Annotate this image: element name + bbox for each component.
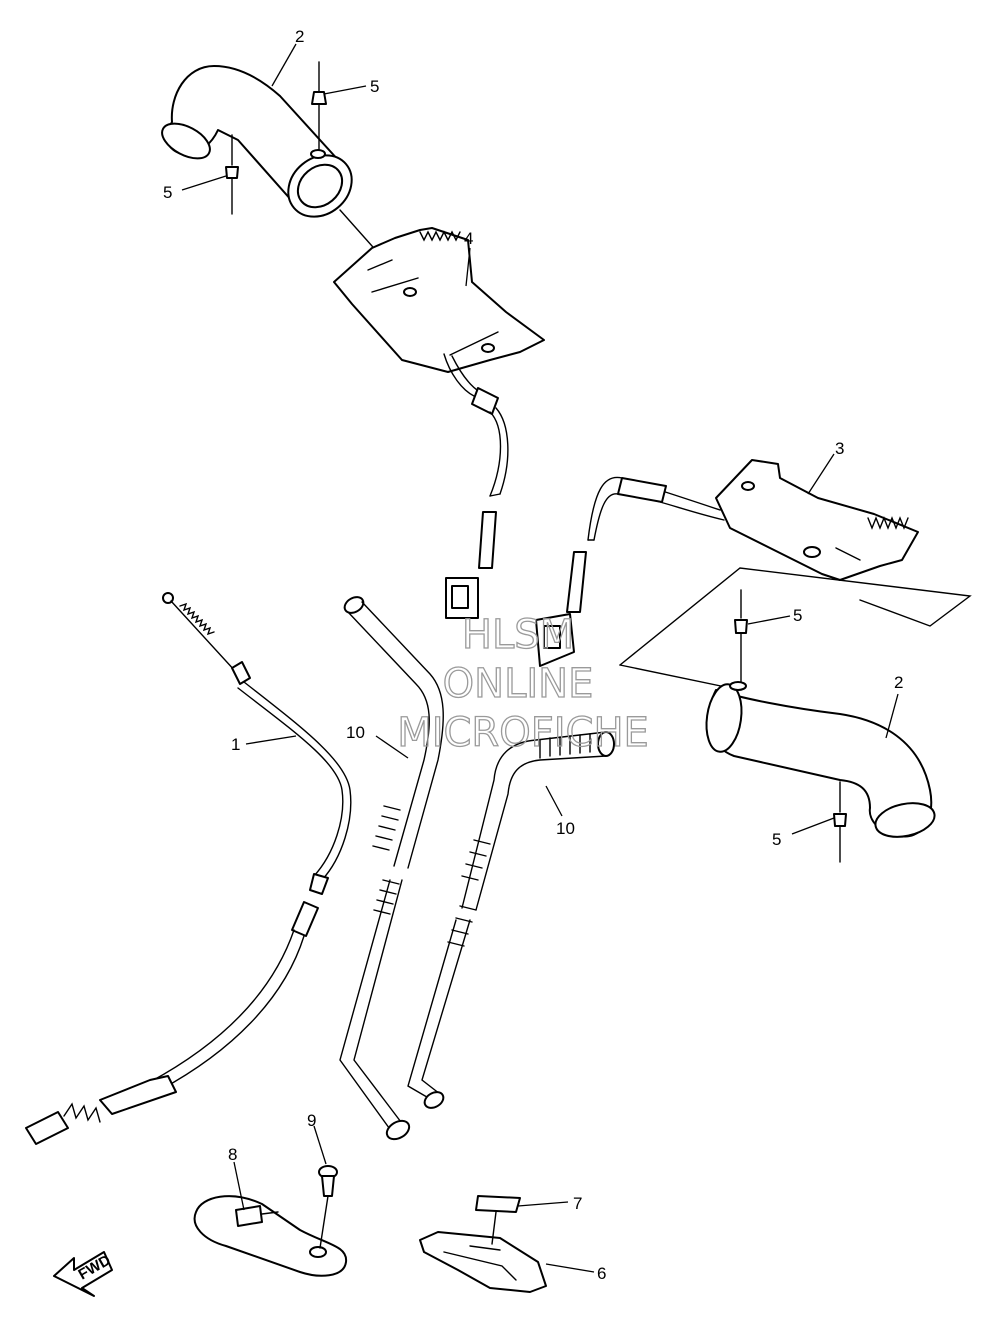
hose-part-10-left xyxy=(339,596,444,1141)
grip-part-2-right xyxy=(705,681,936,838)
callout-10-left: 10 xyxy=(346,723,365,742)
callout-5-top: 5 xyxy=(370,77,379,96)
callout-5-left: 5 xyxy=(163,183,172,202)
pad-part-7 xyxy=(475,1195,521,1245)
callout-2-right: 2 xyxy=(894,673,903,692)
leader-lines xyxy=(181,43,899,1273)
fwd-arrow-icon: FWD xyxy=(53,1251,114,1297)
callout-3: 3 xyxy=(835,439,844,458)
heater-part-3 xyxy=(535,459,972,691)
screw-part-9 xyxy=(318,1165,338,1249)
hose-part-10-right xyxy=(407,731,615,1109)
grip-part-2-left xyxy=(161,65,381,256)
rivet-part-5-lower-right xyxy=(833,781,847,863)
callout-4: 4 xyxy=(464,229,473,248)
callout-8: 8 xyxy=(228,1145,237,1164)
watermark-line-3: MICROFICHE xyxy=(397,710,649,756)
trim-part-8 xyxy=(193,1195,348,1277)
watermark-line-2: ONLINE xyxy=(443,661,594,707)
callout-5-mid-right: 5 xyxy=(793,606,802,625)
watermark-line-1: HLSM xyxy=(462,612,574,658)
callout-1: 1 xyxy=(231,735,240,754)
callout-5-lower-right: 5 xyxy=(772,830,781,849)
callout-9: 9 xyxy=(307,1111,316,1130)
bracket-part-6 xyxy=(419,1231,547,1293)
heater-part-4 xyxy=(333,227,545,619)
rivet-part-5-top xyxy=(311,61,327,151)
callout-10-right: 10 xyxy=(556,819,575,838)
rivet-part-5-mid-right xyxy=(734,589,748,683)
callouts: 2 5 5 4 3 5 2 1 10 10 5 9 8 7 6 xyxy=(163,27,903,1283)
watermark: HLSM ONLINE MICROFICHE xyxy=(397,611,650,756)
rivet-part-5-left xyxy=(225,134,239,215)
callout-2-top: 2 xyxy=(295,27,304,46)
callout-7: 7 xyxy=(573,1194,582,1213)
callout-6: 6 xyxy=(597,1264,606,1283)
cable-part-1 xyxy=(25,592,352,1145)
